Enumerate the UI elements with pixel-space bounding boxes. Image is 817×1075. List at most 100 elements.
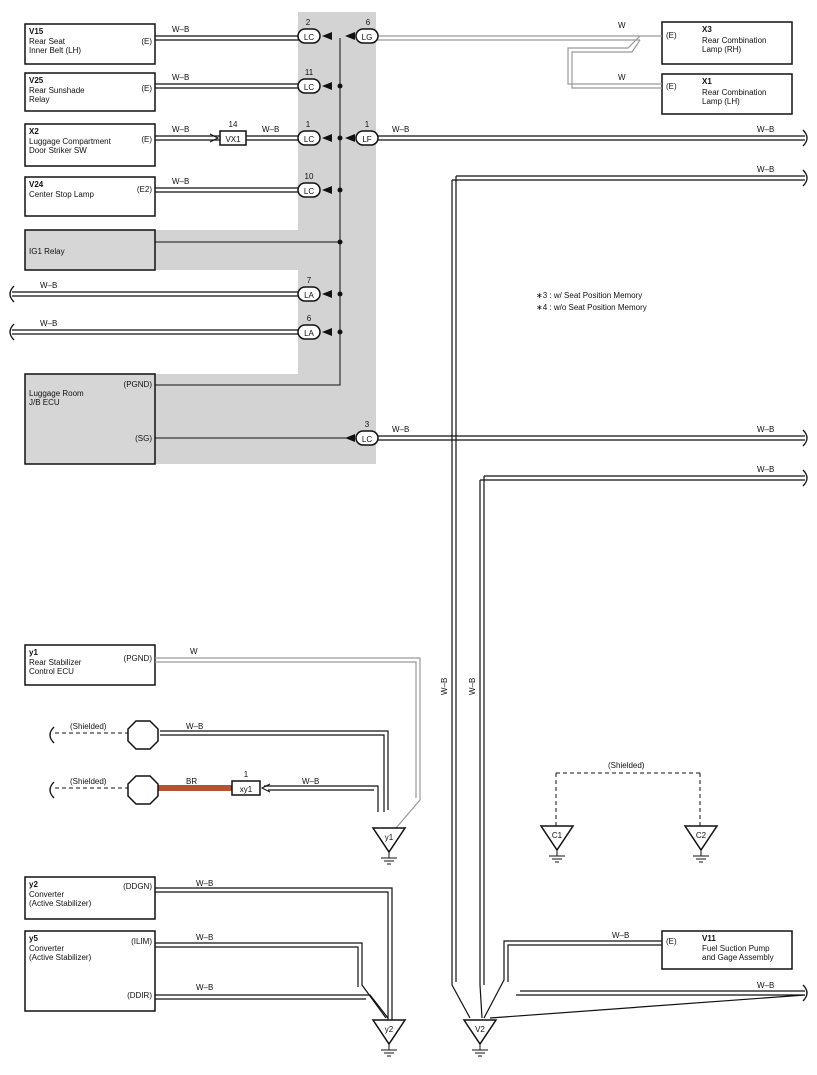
- connector-label: LC: [304, 187, 314, 196]
- component-label: (Active Stabilizer): [29, 953, 92, 962]
- component-label: Converter: [29, 944, 64, 953]
- ground-label: y1: [385, 833, 394, 842]
- pin-label: (PGND): [124, 654, 153, 663]
- ground-label: C2: [696, 831, 707, 840]
- connector-label: LC: [304, 33, 314, 42]
- component-x1[interactable]: X1 Rear Combination Lamp (LH) (E): [661, 73, 793, 115]
- svg-text:W–B: W–B: [40, 319, 57, 328]
- pin-label: (SG): [135, 434, 152, 443]
- connector-label: LA: [304, 291, 314, 300]
- pin-label: (E): [141, 135, 152, 144]
- component-v11[interactable]: V11 Fuel Suction Pump and Gage Assembly …: [661, 930, 793, 970]
- component-label: Fuel Suction Pump: [702, 944, 770, 953]
- svg-text:W–B: W–B: [40, 281, 57, 290]
- shield-terminal-1: [127, 720, 159, 750]
- component-y2[interactable]: y2 Converter (Active Stabilizer) (DDGN): [24, 876, 156, 920]
- ground-label: V2: [475, 1025, 485, 1034]
- ground-c2: C2: [683, 825, 719, 863]
- note-seat-memory: ∗3 : w/ Seat Position Memory: [536, 291, 642, 300]
- component-code: y2: [29, 880, 38, 889]
- svg-text:W–B: W–B: [392, 425, 409, 434]
- svg-text:W–B: W–B: [172, 177, 189, 186]
- pin-number: 10: [305, 172, 314, 181]
- svg-text:W–B: W–B: [468, 678, 477, 695]
- component-luggage-jb-ecu[interactable]: Luggage Room J/B ECU (PGND) (SG): [24, 373, 156, 465]
- pin-label: (E): [666, 937, 677, 946]
- connector-lc-sg[interactable]: LC 3: [345, 420, 379, 446]
- svg-text:W–B: W–B: [440, 678, 449, 695]
- notes: ∗3 : w/ Seat Position Memory ∗4 : w/o Se…: [536, 291, 647, 312]
- note-no-seat-memory: ∗4 : w/o Seat Position Memory: [536, 303, 647, 312]
- connector-label: LF: [362, 135, 371, 144]
- component-code: y1: [29, 648, 38, 657]
- svg-text:W: W: [618, 73, 626, 82]
- ground-c1: C1: [539, 825, 575, 863]
- component-x3[interactable]: X3 Rear Combination Lamp (RH) (E): [661, 21, 793, 65]
- component-x2[interactable]: X2 Luggage Compartment Door Striker SW (…: [24, 123, 156, 167]
- component-y1[interactable]: y1 Rear Stabilizer Control ECU (PGND): [24, 644, 156, 686]
- component-code: X2: [29, 127, 39, 136]
- component-code: X1: [702, 77, 712, 86]
- svg-text:(Shielded): (Shielded): [70, 722, 107, 731]
- connector-label: VX1: [225, 135, 241, 144]
- pin-label: (E): [666, 31, 677, 40]
- pin-number: 6: [307, 314, 312, 323]
- component-label: Lamp (RH): [702, 45, 741, 54]
- wire-labels: W–B W–B W–B W–B W–B W–B W–B W W W–B W–B …: [40, 21, 774, 992]
- component-label: Relay: [29, 95, 49, 104]
- svg-text:W–B: W–B: [172, 125, 189, 134]
- connector-lf[interactable]: LF 1: [345, 120, 379, 146]
- component-code: V25: [29, 76, 44, 85]
- connector-la-7[interactable]: LA 7: [297, 276, 332, 302]
- pin-label: (ILIM): [131, 937, 152, 946]
- component-label: Control ECU: [29, 667, 74, 676]
- pin-number: 7: [307, 276, 312, 285]
- svg-text:W–B: W–B: [612, 931, 629, 940]
- component-label: J/B ECU: [29, 398, 60, 407]
- ground-label: C1: [552, 831, 563, 840]
- ground-label: y2: [385, 1025, 394, 1034]
- connector-label: xy1: [240, 785, 253, 794]
- component-label: Rear Combination: [702, 88, 766, 97]
- ground-y1: y1: [371, 827, 407, 865]
- component-label: Center Stop Lamp: [29, 190, 94, 199]
- connector-label: LC: [304, 135, 314, 144]
- connector-lc-v24[interactable]: LC 10: [297, 172, 332, 198]
- pin-label: (E2): [137, 185, 152, 194]
- connector-lc-v25[interactable]: LC 11: [297, 68, 332, 94]
- connector-vx1[interactable]: VX1 14: [209, 120, 247, 146]
- svg-text:W–B: W–B: [172, 25, 189, 34]
- component-code: V11: [702, 934, 716, 943]
- pin-number: 1: [365, 120, 370, 129]
- component-v25[interactable]: V25 Rear Sunshade Relay (E): [24, 72, 156, 112]
- component-label: Inner Belt (LH): [29, 46, 81, 55]
- component-v15[interactable]: V15 Rear Seat Inner Belt (LH) (E): [24, 23, 156, 65]
- svg-text:W–B: W–B: [196, 933, 213, 942]
- component-code: V24: [29, 180, 44, 189]
- component-label: IG1 Relay: [29, 247, 65, 256]
- svg-text:(Shielded): (Shielded): [608, 761, 645, 770]
- component-label: (Active Stabilizer): [29, 899, 92, 908]
- component-code: y5: [29, 934, 38, 943]
- pin-number: 1: [306, 120, 311, 129]
- bus-junctions: [337, 83, 343, 335]
- component-v24[interactable]: V24 Center Stop Lamp (E2): [24, 176, 156, 217]
- connector-label: LA: [304, 329, 314, 338]
- svg-text:W–B: W–B: [757, 125, 774, 134]
- component-ig1-relay[interactable]: IG1 Relay: [24, 229, 156, 271]
- connector-xy1[interactable]: xy1 1: [231, 770, 271, 796]
- component-code: X3: [702, 25, 712, 34]
- svg-text:W–B: W–B: [186, 722, 203, 731]
- component-code: V15: [29, 27, 44, 36]
- connector-lg[interactable]: LG 6: [345, 18, 379, 44]
- connector-lc-x2[interactable]: LC 1: [297, 120, 332, 146]
- component-label: Door Striker SW: [29, 146, 87, 155]
- component-label: Luggage Room: [29, 389, 84, 398]
- jb-shaded-region: [155, 12, 376, 464]
- connector-lc-v15[interactable]: LC 2: [297, 18, 332, 44]
- svg-text:W–B: W–B: [172, 73, 189, 82]
- shield-terminal-2: [127, 775, 159, 805]
- pin-label: (DDIR): [127, 991, 152, 1000]
- component-y5[interactable]: y5 Converter (Active Stabilizer) (ILIM) …: [24, 930, 156, 1012]
- connector-la-6[interactable]: LA 6: [297, 314, 332, 340]
